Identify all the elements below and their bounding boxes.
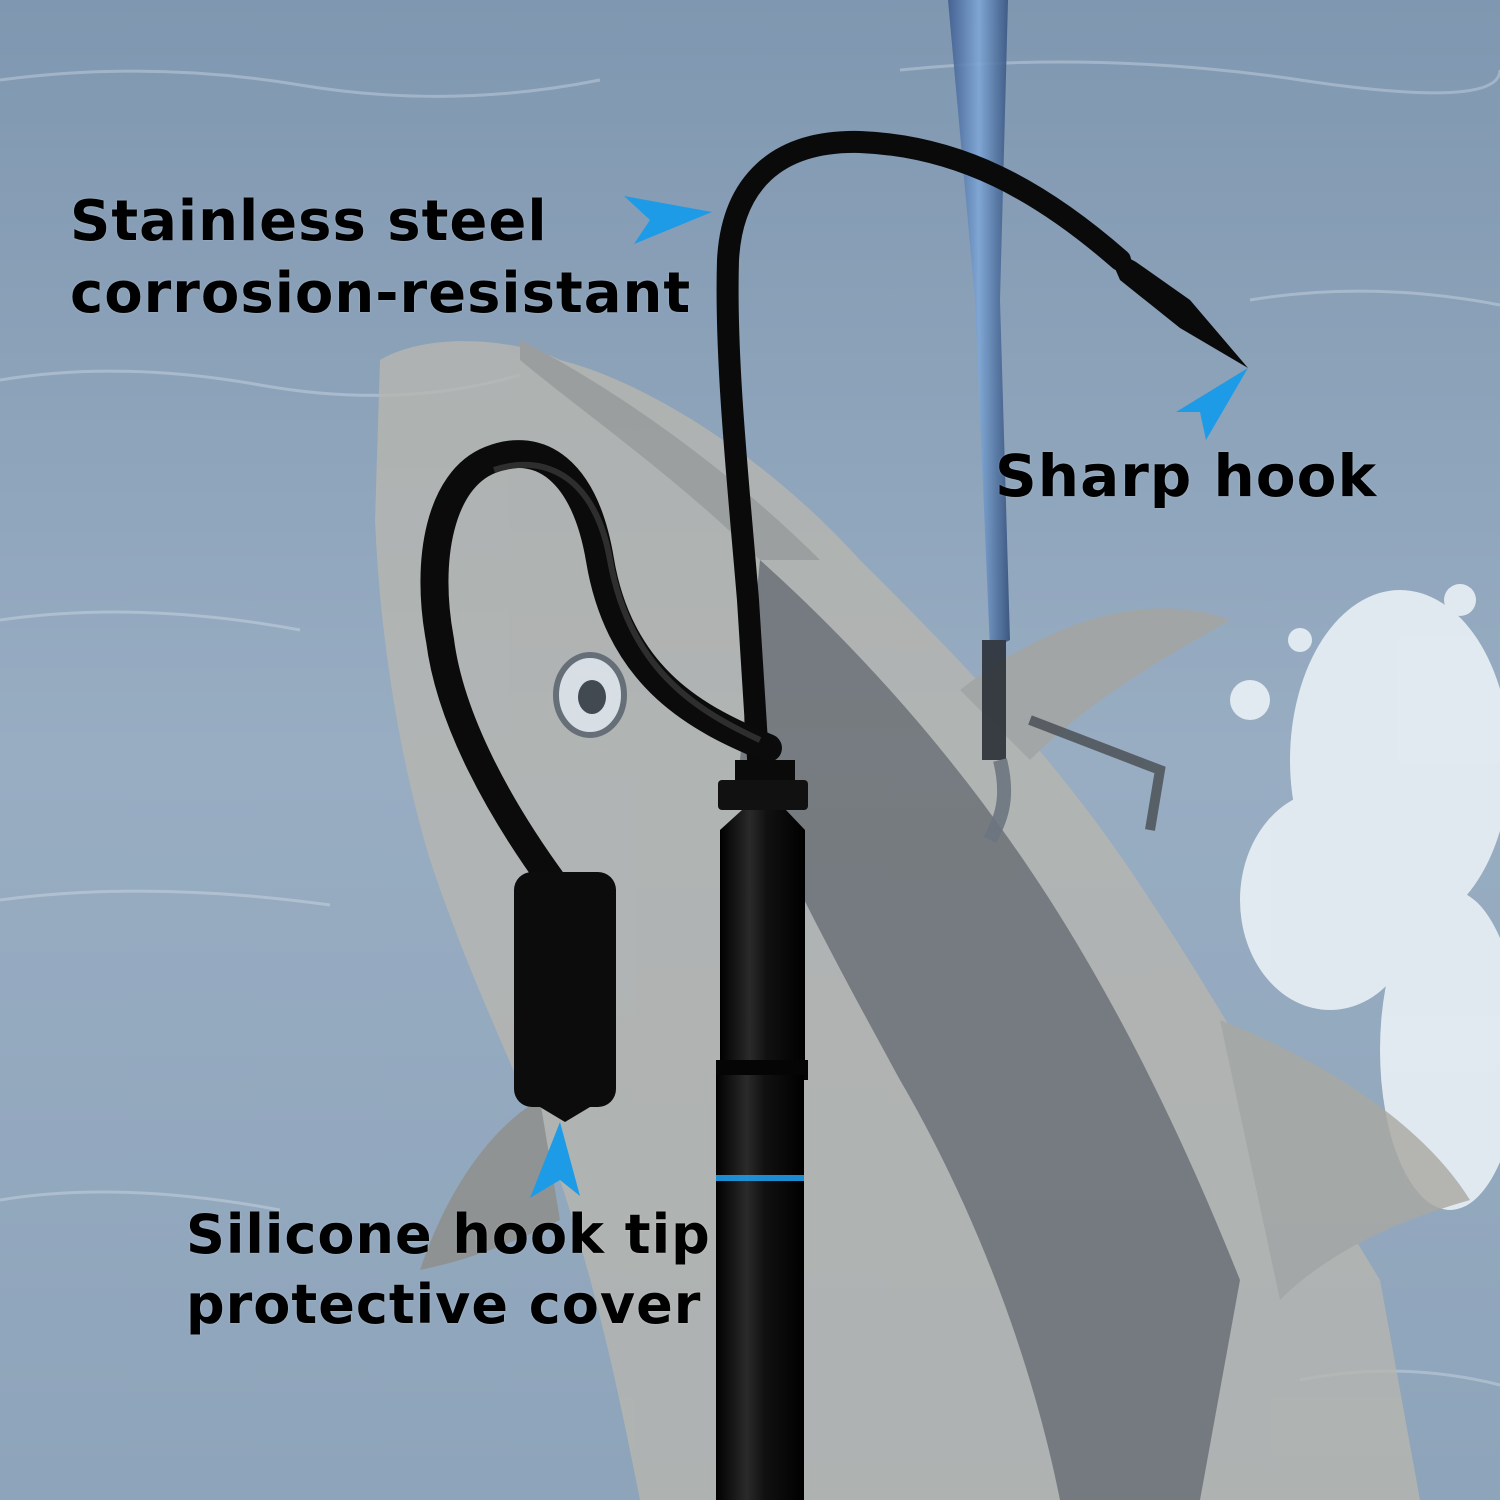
- arrow-cover-icon: [530, 1122, 580, 1198]
- arrow-sharp-icon: [1176, 368, 1248, 440]
- arrow-steel-icon: [624, 196, 712, 244]
- silicone-cover: [420, 440, 782, 1122]
- callout-silicone-cover: Silicone hook tip protective cover: [186, 1200, 711, 1340]
- gaff-hook: [716, 130, 1248, 801]
- callout-stainless-steel-line2: corrosion-resistant: [70, 261, 692, 326]
- gaff-pole: [716, 760, 808, 1500]
- water-splash: [1230, 584, 1500, 1210]
- hook-shaft: [716, 130, 1131, 801]
- hook-point: [1105, 245, 1248, 368]
- cover-sleeve: [514, 872, 616, 1107]
- callout-stainless-steel-line1: Stainless steel: [70, 189, 548, 254]
- callout-sharp-hook: Sharp hook: [995, 440, 1377, 512]
- callout-silicone-cover-line2: protective cover: [186, 1273, 702, 1336]
- fish-fin: [960, 608, 1230, 760]
- callout-silicone-cover-line1: Silicone hook tip: [186, 1203, 711, 1266]
- callout-sharp-hook-line1: Sharp hook: [995, 442, 1378, 510]
- callout-stainless-steel: Stainless steel corrosion-resistant: [70, 186, 691, 330]
- arrows: [530, 196, 1248, 1198]
